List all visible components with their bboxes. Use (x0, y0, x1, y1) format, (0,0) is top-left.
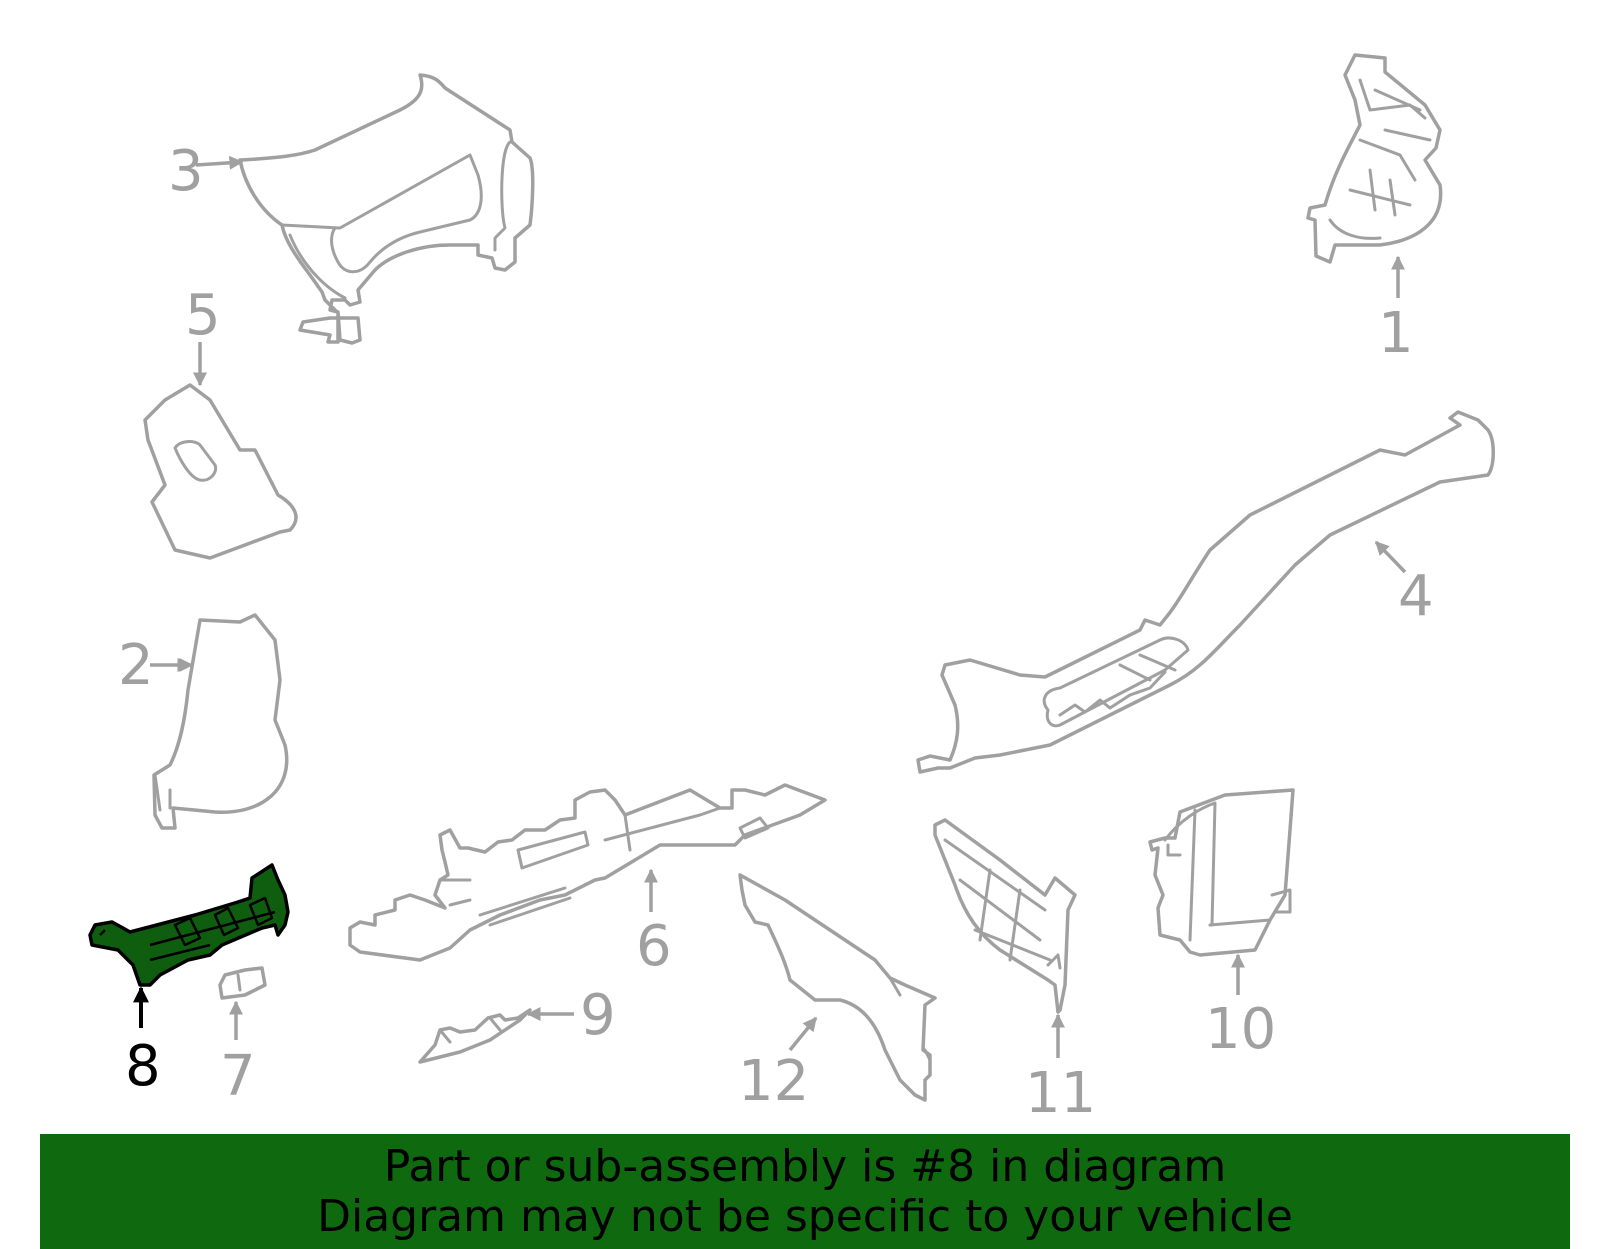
callout-9: 9 (580, 983, 616, 1048)
callout-8: 8 (125, 1034, 161, 1099)
info-banner: Part or sub-assembly is #8 in diagram Di… (40, 1134, 1570, 1249)
callout-4: 4 (1398, 564, 1434, 629)
callout-10: 10 (1205, 997, 1276, 1062)
callout-1: 1 (1378, 301, 1414, 366)
callout-11: 11 (1025, 1061, 1096, 1126)
callout-6: 6 (636, 914, 672, 979)
part-11-side-panel (933, 818, 1077, 1014)
part-6-lower-dash-panel (348, 783, 827, 962)
parts-diagram: 1 2 3 4 5 6 7 8 9 10 11 12 (88, 53, 1495, 1126)
part-7-clip (218, 966, 267, 1000)
leader-arrows (133, 155, 1407, 1058)
part-5-trim-panel (143, 383, 298, 560)
part-4-dash-reinforcement (916, 410, 1495, 774)
banner-line-2: Diagram may not be specific to your vehi… (317, 1191, 1293, 1242)
part-9-small-bracket (418, 1008, 532, 1064)
callout-5: 5 (185, 283, 221, 348)
callout-3: 3 (168, 139, 204, 204)
part-3-column-cover-upper (238, 73, 535, 345)
part-1-side-panel-right (1306, 53, 1443, 264)
callout-labels: 1 2 3 4 5 6 7 8 9 10 11 12 (118, 139, 1434, 1126)
part-10-rear-panel (1148, 788, 1295, 957)
part-12-side-trim (738, 873, 937, 1102)
callout-7: 7 (220, 1044, 256, 1109)
callout-12: 12 (738, 1049, 809, 1114)
part-8-bracket-highlighted (88, 863, 290, 987)
callout-2: 2 (118, 633, 154, 698)
part-2-knee-panel (152, 613, 289, 830)
banner-line-1: Part or sub-assembly is #8 in diagram (383, 1141, 1227, 1192)
